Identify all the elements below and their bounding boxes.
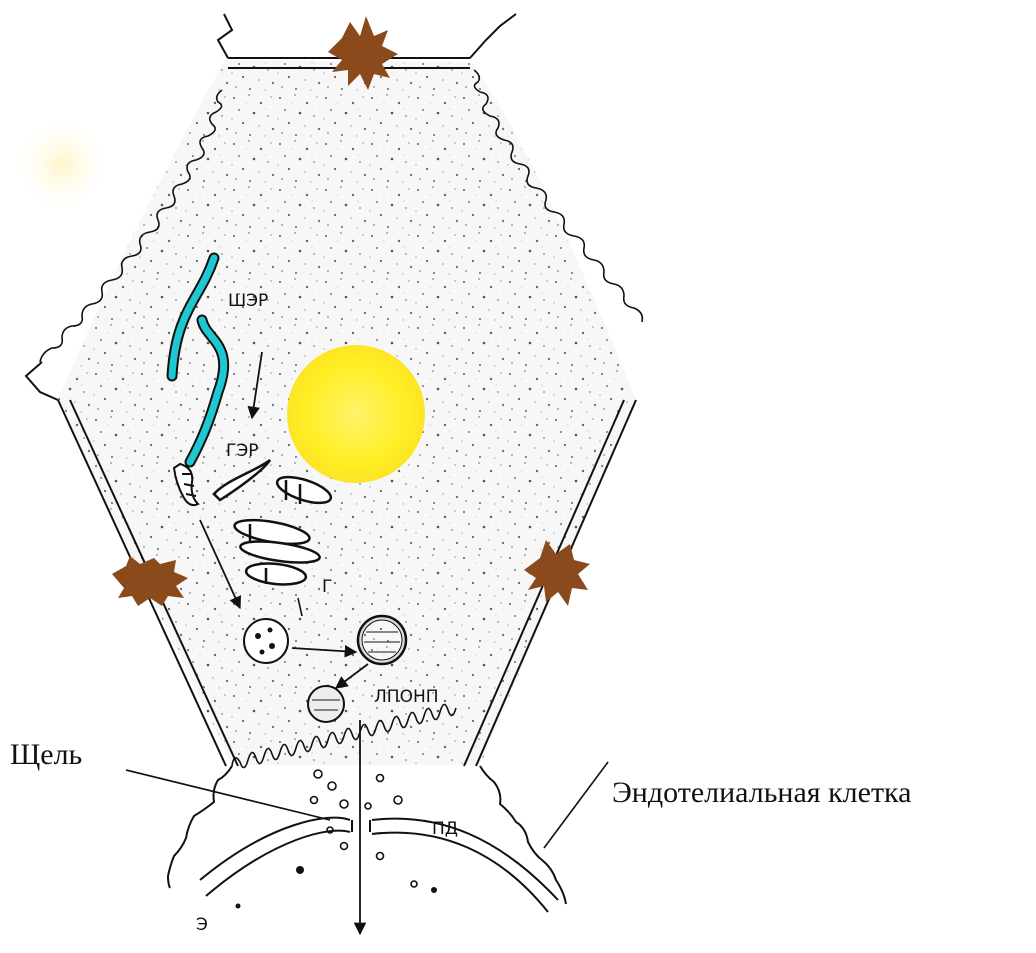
- label-e: Э: [196, 915, 208, 935]
- label-lpon: ЛПОНП: [374, 687, 439, 707]
- exocytosis-vesicle-icon: [308, 686, 344, 722]
- label-sher: ШЭР: [228, 291, 268, 311]
- faint-yellow-blur: [12, 115, 112, 215]
- nucleus-icon: [287, 345, 425, 483]
- label-golgi: Г: [322, 577, 332, 597]
- endothelial-dots: [236, 866, 438, 909]
- label-gap: Щель: [10, 738, 82, 772]
- label-pd: ПД: [432, 819, 458, 839]
- vesicle-icon: [244, 619, 288, 663]
- endothelial-cell: [168, 766, 566, 912]
- released-particles: [311, 770, 418, 887]
- label-endothelial: Эндотелиальная клетка: [612, 776, 912, 810]
- label-ger: ГЭР: [226, 441, 259, 461]
- vldl-granule-icon: [358, 616, 406, 664]
